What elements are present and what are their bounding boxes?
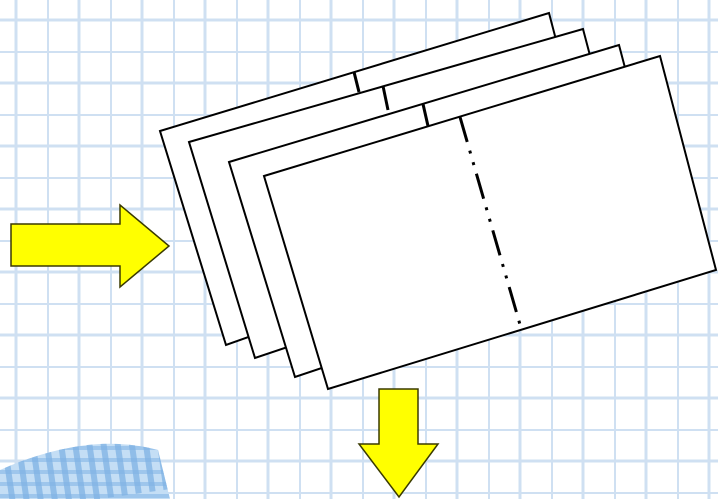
tape-stripe — [0, 482, 170, 486]
sheet-third-fold-mark — [421, 103, 430, 127]
tape-stripe — [0, 458, 170, 462]
sheet-front — [262, 54, 718, 391]
tape-stripe — [0, 470, 170, 474]
arrow-right-icon — [10, 203, 171, 289]
tape-stripe — [56, 443, 73, 499]
sheet-back-fold-mark — [352, 71, 361, 93]
arrow-down-icon — [357, 388, 440, 499]
sheet-second-fold-mark — [381, 85, 390, 111]
tape-stripe — [0, 494, 170, 498]
tape-stripe — [98, 443, 114, 498]
tape-stripe — [0, 446, 170, 450]
cut-line — [458, 116, 523, 329]
tape-stripe — [167, 443, 170, 489]
sheet-stack — [158, 11, 718, 391]
tape-stripe — [139, 443, 156, 492]
